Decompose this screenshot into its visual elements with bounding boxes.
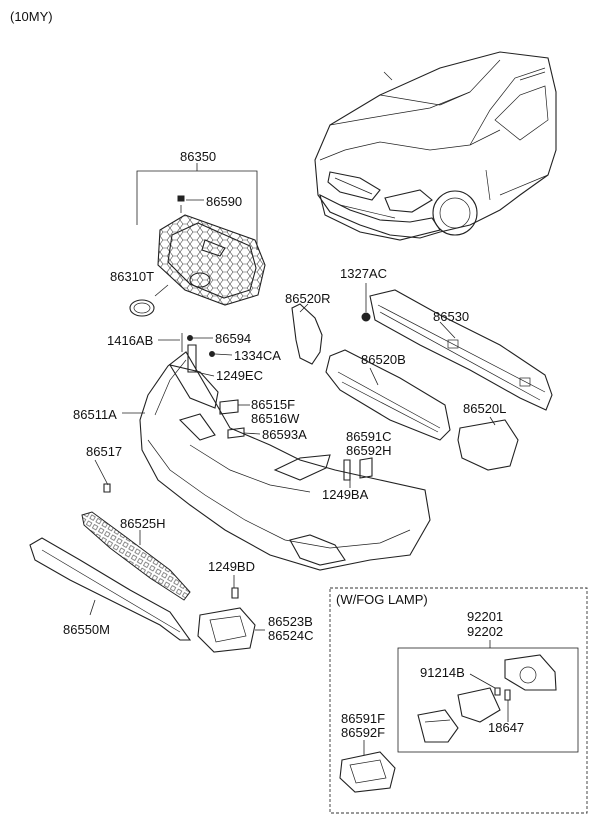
part-label-86523B: 86523B: [268, 614, 313, 629]
part-label-86517: 86517: [86, 444, 122, 459]
fog-lamp-box-title: (W/FOG LAMP): [336, 592, 428, 607]
part-label-86592F: 86592F: [341, 725, 385, 740]
lower-grille-86525H: [81, 511, 191, 601]
fasteners-upper: [158, 333, 373, 488]
part-label-86591C: 86591C: [346, 429, 392, 444]
part-label-86524C: 86524C: [268, 628, 314, 643]
grille-assembly-86350: [136, 163, 266, 306]
absorber-86520B: [325, 349, 451, 441]
vehicle-illustration: [314, 51, 557, 241]
bracket-86520R: [291, 303, 323, 365]
bumper-cover-86511A: [94, 351, 431, 571]
part-label-1249BA: 1249BA: [322, 487, 369, 502]
emblem-86310T: [129, 284, 169, 317]
fog-cover-86523B: [197, 575, 265, 653]
part-label-1334CA: 1334CA: [234, 348, 281, 363]
fog-lamp-box: [329, 587, 588, 814]
part-label-86593A: 86593A: [262, 427, 307, 442]
part-label-86516W: 86516W: [251, 411, 300, 426]
part-label-1327AC: 1327AC: [340, 266, 387, 281]
part-label-86590: 86590: [206, 194, 242, 209]
part-label-86350: 86350: [180, 149, 216, 164]
part-label-92201: 92201: [467, 609, 503, 624]
part-label-91214B: 91214B: [420, 665, 465, 680]
part-label-86511A: 86511A: [73, 407, 117, 422]
part-label-86310T: 86310T: [110, 269, 154, 284]
part-label-86591F: 86591F: [341, 711, 385, 726]
model-year-label: (10MY): [10, 9, 53, 24]
part-label-1249BD: 1249BD: [208, 559, 255, 574]
part-label-86525H: 86525H: [120, 516, 166, 531]
part-label-86594: 86594: [215, 331, 251, 346]
part-label-86520L: 86520L: [463, 401, 506, 416]
part-label-86550M: 86550M: [63, 622, 110, 637]
part-label-86520B: 86520B: [361, 352, 406, 367]
part-label-86515F: 86515F: [251, 397, 295, 412]
bracket-86520L: [457, 416, 519, 471]
part-label-86520R: 86520R: [285, 291, 331, 306]
lower-molding-86550M: [29, 537, 192, 641]
part-label-92202: 92202: [467, 624, 503, 639]
part-label-18647: 18647: [488, 720, 524, 735]
part-label-1249EC: 1249EC: [216, 368, 263, 383]
part-label-1416AB: 1416AB: [107, 333, 153, 348]
part-label-86592H: 86592H: [346, 443, 392, 458]
part-label-86530: 86530: [433, 309, 469, 324]
reinforcement-86530: [361, 283, 553, 411]
